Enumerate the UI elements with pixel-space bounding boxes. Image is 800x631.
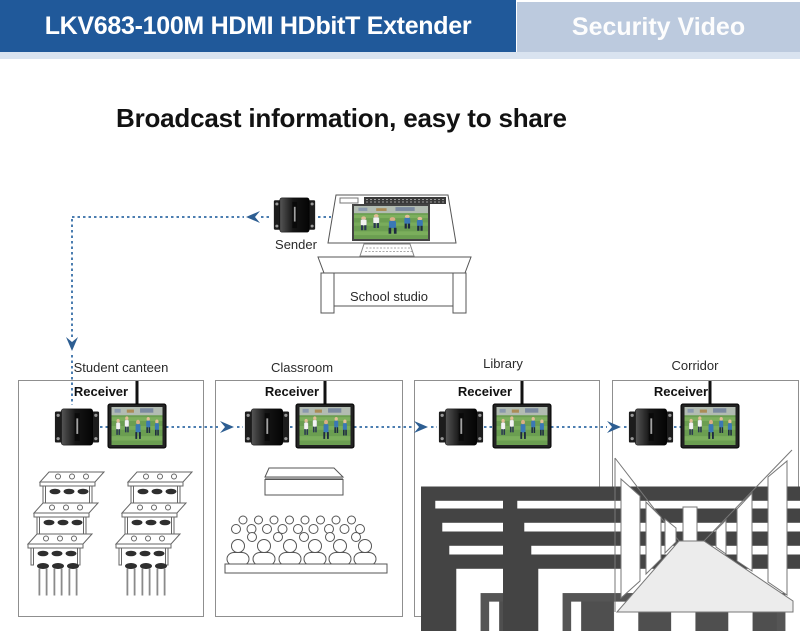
sender-label: Sender	[275, 237, 317, 252]
studio-monitor	[352, 204, 430, 241]
location-label-library: Library	[483, 356, 523, 371]
location-label-corridor: Corridor	[671, 358, 719, 373]
category-bar: Security Video	[517, 2, 800, 52]
tv-1	[107, 403, 167, 449]
panel-classroom	[215, 380, 403, 617]
tv-4	[680, 403, 740, 449]
location-label-classroom: Classroom	[270, 360, 334, 375]
tv-mounts	[135, 381, 712, 406]
receiver-label-2: Receiver	[264, 384, 320, 399]
category-label: Security Video	[571, 12, 746, 41]
classroom-illustration	[224, 467, 388, 574]
receiver-device-1	[54, 408, 100, 446]
receiver-device-3	[438, 408, 484, 446]
product-title: LKV683-100M HDMI HDbitT Extender	[44, 11, 472, 40]
signal-arrows	[66, 211, 621, 433]
school-studio-label: School studio	[349, 289, 429, 304]
receiver-label-4: Receiver	[653, 384, 709, 399]
tv-3	[492, 403, 552, 449]
audience	[224, 515, 388, 574]
tv-2	[295, 403, 355, 449]
canteen-illustration	[27, 471, 193, 596]
panel-student-canteen	[18, 380, 204, 617]
receiver-device-2	[244, 408, 290, 446]
header-strip	[0, 52, 800, 59]
product-title-bar: LKV683-100M HDMI HDbitT Extender	[0, 0, 516, 52]
receiver-label-1: Receiver	[73, 384, 129, 399]
location-label-student-canteen: Student canteen	[73, 360, 169, 375]
receiver-label-3: Receiver	[457, 384, 513, 399]
receiver-device-4	[628, 408, 674, 446]
signal-path	[71, 216, 681, 428]
corridor-illustration	[614, 449, 794, 613]
sender-device	[273, 197, 316, 233]
headline: Broadcast information, easy to share	[116, 103, 567, 133]
